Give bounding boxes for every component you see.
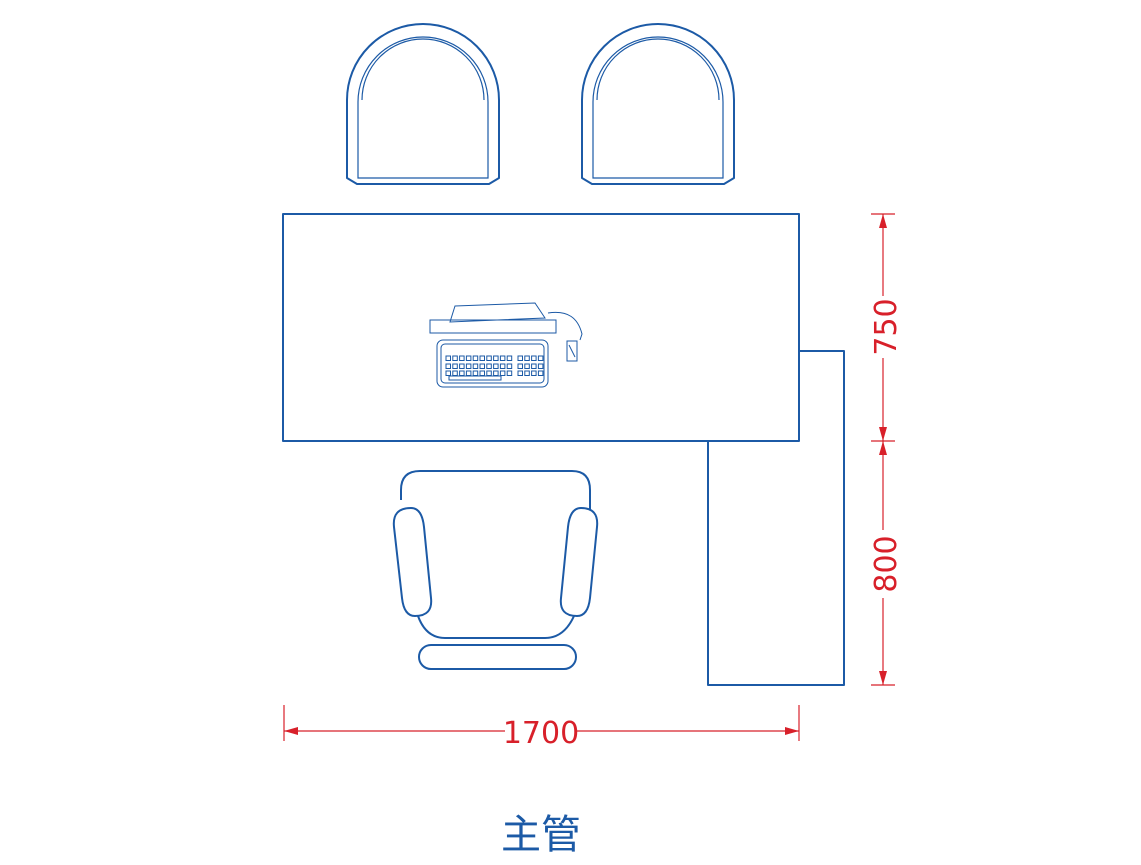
keyboard-key — [479, 355, 485, 361]
keyboard-key — [445, 363, 451, 369]
keyboard-key — [506, 355, 513, 361]
keyboard-key — [493, 363, 499, 369]
keyboard-key — [479, 363, 485, 369]
upper-depth-dimension-label: 750 — [869, 298, 904, 355]
keyboard-key — [531, 370, 537, 376]
keyboard-keys — [445, 355, 544, 376]
drawing-caption: 主管 — [501, 812, 581, 858]
lower-depth-dimension-label: 800 — [869, 535, 904, 592]
keyboard-key — [459, 363, 465, 369]
keyboard-key — [531, 355, 537, 361]
keyboard-key — [537, 363, 544, 369]
keyboard-key — [452, 355, 458, 361]
keyboard-key — [517, 355, 523, 361]
keyboard-key — [493, 370, 499, 376]
keyboard-key — [459, 355, 465, 361]
keyboard-key — [517, 370, 523, 376]
keyboard-key — [445, 370, 451, 376]
return-desk — [707, 350, 845, 686]
keyboard-key — [479, 370, 485, 376]
width-dimension: 1700 — [283, 705, 800, 751]
width-dimension-label: 1700 — [503, 716, 579, 751]
main-desk — [282, 213, 800, 442]
visitor-chair-right — [581, 23, 735, 185]
keyboard-key — [452, 363, 458, 369]
keyboard-key — [524, 370, 530, 376]
keyboard-key — [531, 363, 537, 369]
computer-icon — [429, 302, 583, 388]
keyboard-key — [465, 363, 472, 369]
keyboard-key — [499, 363, 506, 369]
keyboard-key — [506, 363, 513, 369]
keyboard-key — [472, 363, 479, 369]
keyboard-key — [465, 355, 472, 361]
keyboard-key — [517, 363, 523, 369]
keyboard-key — [506, 370, 513, 376]
keyboard-key — [452, 370, 458, 376]
depth-dimension: 750 800 — [869, 213, 904, 686]
keyboard-key — [537, 370, 544, 376]
visitor-chair-left — [346, 23, 500, 185]
keyboard-key — [524, 355, 530, 361]
keyboard-key — [472, 355, 479, 361]
executive-chair — [392, 470, 599, 670]
keyboard-key — [499, 355, 506, 361]
keyboard-key — [472, 370, 479, 376]
keyboard-key — [459, 370, 465, 376]
keyboard-key — [445, 355, 451, 361]
keyboard-key — [486, 355, 492, 361]
keyboard-key — [493, 355, 499, 361]
keyboard-key — [486, 370, 492, 376]
keyboard-key — [537, 355, 544, 361]
keyboard-key — [486, 363, 492, 369]
keyboard-key — [524, 363, 530, 369]
keyboard-key — [465, 370, 472, 376]
keyboard-key — [499, 370, 506, 376]
